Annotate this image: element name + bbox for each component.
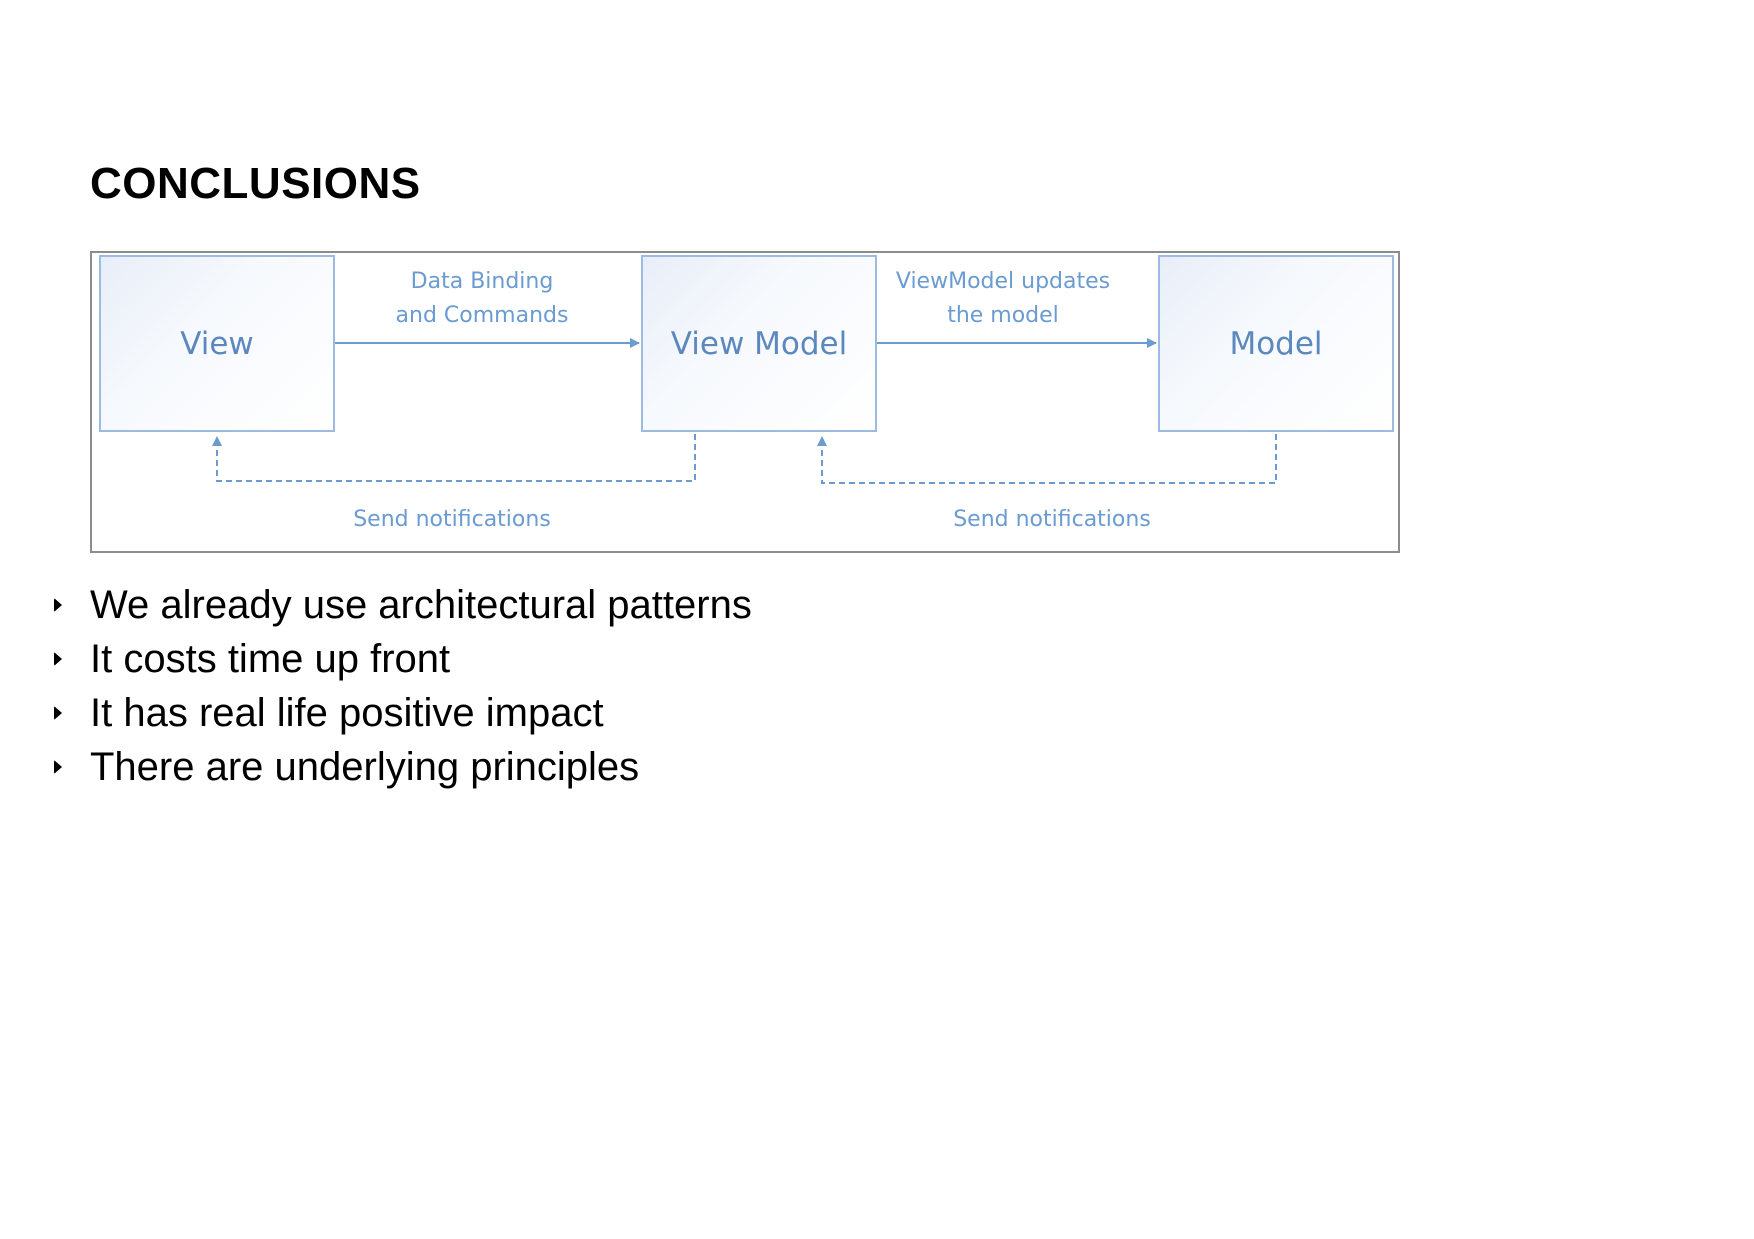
view-model-box: View Model bbox=[641, 255, 877, 432]
bullet-icon bbox=[54, 706, 62, 720]
notify-left-connector bbox=[212, 434, 696, 482]
bullet-icon bbox=[54, 652, 62, 666]
view-model-label: View Model bbox=[670, 325, 848, 362]
notify-left-label: Send notifications bbox=[332, 503, 572, 537]
binding-label: Data Binding and Commands bbox=[362, 265, 602, 333]
view-label: View bbox=[180, 325, 254, 362]
list-item: It has real life positive impact bbox=[54, 686, 752, 740]
updates-label: ViewModel updates the model bbox=[872, 265, 1134, 333]
binding-label-line1: Data Binding bbox=[410, 269, 554, 294]
notify-left-text: Send notifications bbox=[353, 507, 551, 532]
notify-right-connector bbox=[817, 434, 1277, 484]
updates-label-line1: ViewModel updates bbox=[895, 269, 1111, 294]
slide-title: CONCLUSIONS bbox=[90, 159, 421, 208]
list-item-text: It has real life positive impact bbox=[90, 690, 604, 735]
conclusions-list: We already use architectural patterns It… bbox=[54, 578, 752, 794]
binding-label-line2: and Commands bbox=[395, 303, 569, 328]
view-box: View bbox=[99, 255, 335, 432]
bullet-icon bbox=[54, 598, 62, 612]
diagram-connectors bbox=[212, 338, 1277, 484]
list-item-text: It costs time up front bbox=[90, 636, 451, 681]
model-label: Model bbox=[1229, 325, 1323, 362]
bullet-icon bbox=[54, 760, 62, 774]
notify-right-label: Send notifications bbox=[932, 503, 1172, 537]
model-box: Model bbox=[1158, 255, 1394, 432]
mvvm-diagram: View View Model Model Data Binding and C… bbox=[90, 251, 1400, 553]
list-item: It costs time up front bbox=[54, 632, 752, 686]
list-item: We already use architectural patterns bbox=[54, 578, 752, 632]
list-item-text: There are underlying principles bbox=[90, 744, 640, 789]
notify-right-text: Send notifications bbox=[953, 507, 1151, 532]
list-item-text: We already use architectural patterns bbox=[90, 582, 752, 627]
updates-label-line2: the model bbox=[947, 303, 1059, 328]
list-item: There are underlying principles bbox=[54, 740, 752, 794]
